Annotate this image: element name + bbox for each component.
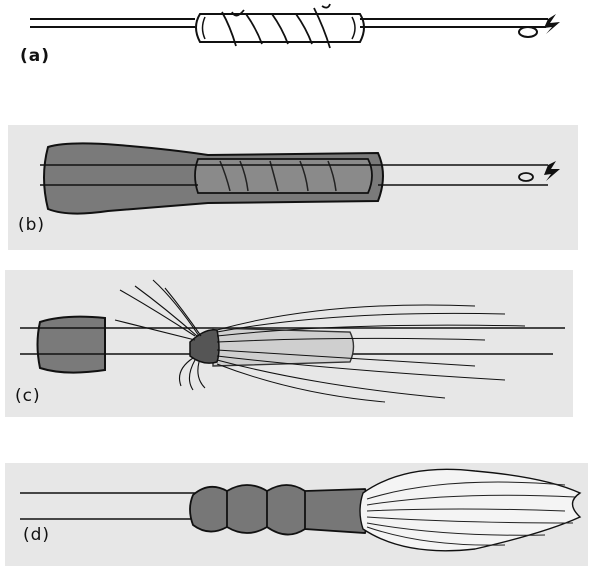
sleeve-inner-right <box>352 17 355 39</box>
wrapped-bulbs <box>190 485 369 535</box>
rod-eye <box>519 27 537 37</box>
panel-a-drawing <box>0 0 589 90</box>
sleeve-inner-left <box>203 17 206 39</box>
panel-b-label: (b) <box>18 215 45 235</box>
panel-c-drawing <box>5 270 573 417</box>
panel-a-label: (a) <box>20 46 50 66</box>
panel-d-label: (d) <box>23 525 50 545</box>
panel-d: (d) <box>5 463 588 566</box>
panel-d-drawing <box>5 463 588 566</box>
panel-c-label: (c) <box>15 386 41 406</box>
panel-a: (a) <box>0 0 589 90</box>
panel-c: (c) <box>5 270 573 417</box>
handle <box>38 317 106 373</box>
sleeve-under-fibers <box>213 328 354 366</box>
panel-b-drawing <box>8 125 578 250</box>
broken-end-mark <box>544 14 560 34</box>
panel-b: (b) <box>8 125 578 250</box>
